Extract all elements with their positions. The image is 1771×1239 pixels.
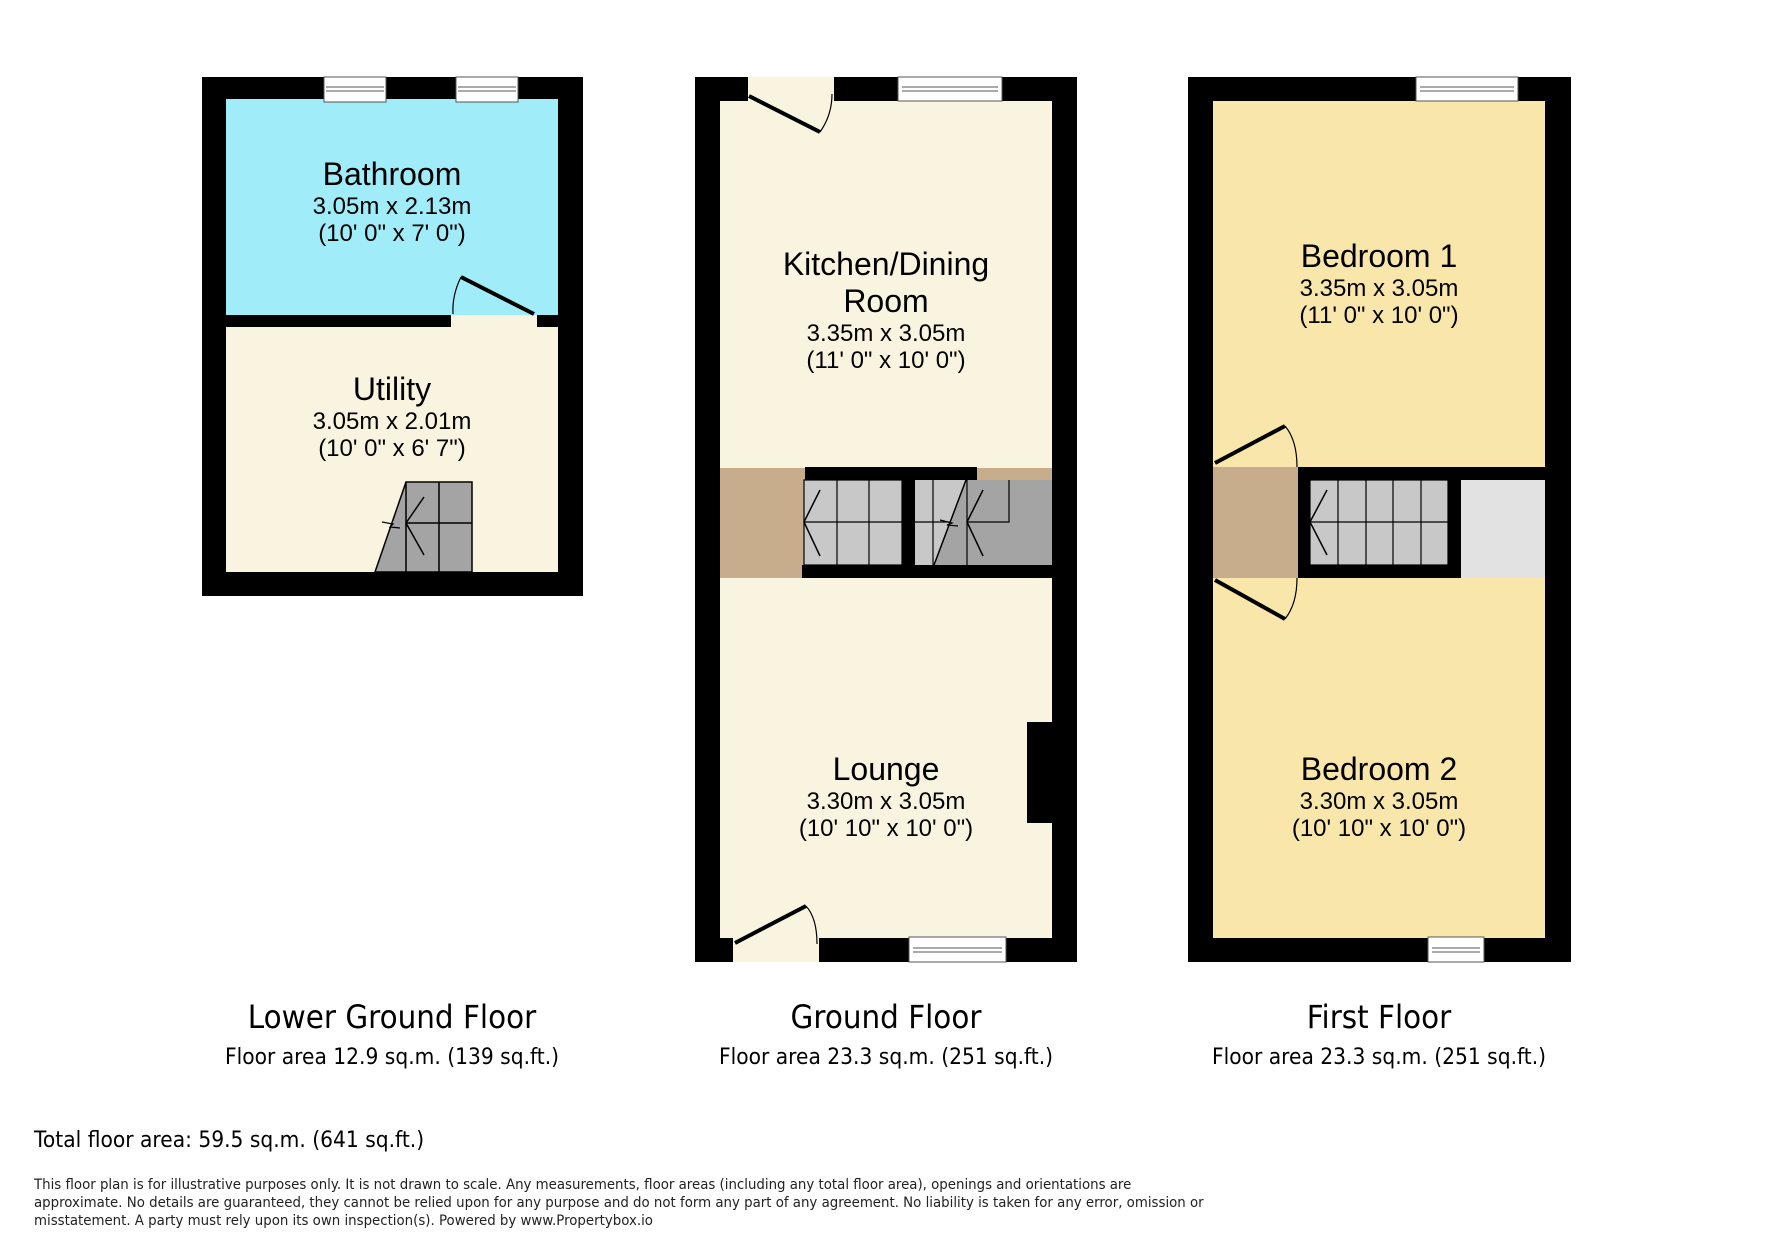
ground-stairs-down-icon xyxy=(915,479,1052,566)
bedroom-1-window-icon xyxy=(1415,76,1519,102)
front-door-opening xyxy=(733,938,819,962)
room-name: Bedroom 1 xyxy=(1300,238,1458,274)
bathroom-floor xyxy=(226,99,558,315)
room-name-line2: Room xyxy=(843,282,929,319)
room-imperial: (11' 0" x 10' 0") xyxy=(1299,302,1459,330)
bedroom-2-floor xyxy=(1213,578,1545,938)
bathroom-window-left-icon xyxy=(323,76,387,103)
first-stairs-icon xyxy=(1309,479,1449,566)
storage-cupboard xyxy=(1461,480,1545,578)
lower-ground-stairs-icon xyxy=(373,481,473,573)
bathroom-door-opening xyxy=(451,315,537,327)
floor-area-ground: Floor area 23.3 sq.m. (251 sq.ft.) xyxy=(718,1045,1054,1070)
room-label-utility: Utility 3.05m x 2.01m (10' 0" x 6' 7") xyxy=(242,371,542,463)
bedroom-2-door-swing xyxy=(1284,577,1298,620)
room-label-bedroom-2: Bedroom 2 3.30m x 3.05m (10' 10" x 10' 0… xyxy=(1229,751,1529,843)
disclaimer-line: approximate. No details are guaranteed, … xyxy=(34,1195,1204,1211)
cupboard-divider-wall xyxy=(1448,480,1461,565)
room-name: Bedroom 2 xyxy=(1300,751,1458,787)
room-label-lounge: Lounge 3.30m x 3.05m (10' 10" x 10' 0") xyxy=(736,751,1036,843)
first-stair-bottom-wall xyxy=(1298,565,1470,578)
bathroom-window-right-icon xyxy=(455,76,519,103)
room-imperial: (11' 0" x 10' 0") xyxy=(806,347,966,375)
floor-title-lower-ground: Lower Ground Floor xyxy=(247,998,537,1036)
room-imperial: (10' 0" x 7' 0") xyxy=(318,220,466,248)
stair-divider-wall xyxy=(902,480,915,565)
disclaimer: This floor plan is for illustrative purp… xyxy=(34,1176,1276,1230)
room-label-bathroom: Bathroom 3.05m x 2.13m (10' 0" x 7' 0") xyxy=(242,156,542,248)
room-metric: 3.35m x 3.05m xyxy=(806,319,966,347)
room-metric: 3.05m x 2.13m xyxy=(312,192,472,220)
ground-landing xyxy=(720,468,805,578)
floor-title-ground: Ground Floor xyxy=(790,998,982,1036)
room-metric: 3.30m x 3.05m xyxy=(806,787,966,815)
chimney-breast xyxy=(1027,722,1052,823)
room-metric: 3.30m x 3.05m xyxy=(1299,787,1459,815)
room-name: Bathroom xyxy=(322,156,462,192)
front-door-leaf xyxy=(734,904,807,945)
kitchen-window-icon xyxy=(897,76,1003,102)
front-door-swing xyxy=(805,905,818,945)
first-landing xyxy=(1213,467,1298,578)
ground-landing-strip xyxy=(977,468,1052,480)
disclaimer-line: misstatement. A party must rely upon its… xyxy=(34,1213,653,1229)
room-name: Utility xyxy=(352,371,432,407)
stair-top-wall xyxy=(805,467,977,480)
first-stair-top-wall xyxy=(1298,467,1545,480)
room-name: Lounge xyxy=(832,751,940,787)
room-name: Kitchen/Dining xyxy=(782,246,990,282)
room-imperial: (10' 10" x 10' 0") xyxy=(1291,815,1467,843)
disclaimer-line: This floor plan is for illustrative purp… xyxy=(34,1177,1132,1193)
kitchen-door-swing xyxy=(819,93,833,133)
kitchen-door-leaf xyxy=(748,94,821,134)
cupboard-opening xyxy=(1470,565,1536,578)
floor-title-first: First Floor xyxy=(1306,998,1452,1036)
lounge-window-icon xyxy=(908,936,1007,963)
lower-ground-floor-plan xyxy=(202,76,583,596)
floor-area-first: Floor area 23.3 sq.m. (251 sq.ft.) xyxy=(1211,1045,1547,1070)
room-metric: 3.05m x 2.01m xyxy=(312,407,472,435)
bathroom-door-leaf xyxy=(460,275,535,316)
bedroom-2-door-leaf xyxy=(1214,578,1286,621)
bedroom-1-door-leaf xyxy=(1214,424,1286,465)
first-floor-plan xyxy=(1188,76,1571,963)
ground-floor-plan xyxy=(695,76,1077,963)
room-label-kitchen-dining: Kitchen/Dining Room 3.35m x 3.05m (11' 0… xyxy=(736,246,1036,375)
ground-stairs-up-icon xyxy=(803,479,903,566)
bathroom-door-swing xyxy=(452,276,462,315)
room-imperial: (10' 10" x 10' 0") xyxy=(798,815,974,843)
room-label-bedroom-1: Bedroom 1 3.35m x 3.05m (11' 0" x 10' 0"… xyxy=(1229,238,1529,330)
bedroom-1-door-swing xyxy=(1284,425,1298,468)
room-imperial: (10' 0" x 6' 7") xyxy=(318,435,466,463)
kitchen-door-opening xyxy=(748,77,834,101)
floor-area-lower-ground: Floor area 12.9 sq.m. (139 sq.ft.) xyxy=(224,1045,560,1070)
total-floor-area: Total floor area: 59.5 sq.m. (641 sq.ft.… xyxy=(34,1128,425,1153)
bedroom-2-window-icon xyxy=(1427,936,1485,963)
room-metric: 3.35m x 3.05m xyxy=(1299,274,1459,302)
stair-bottom-wall xyxy=(802,565,1052,578)
bedroom-1-floor xyxy=(1213,101,1545,467)
